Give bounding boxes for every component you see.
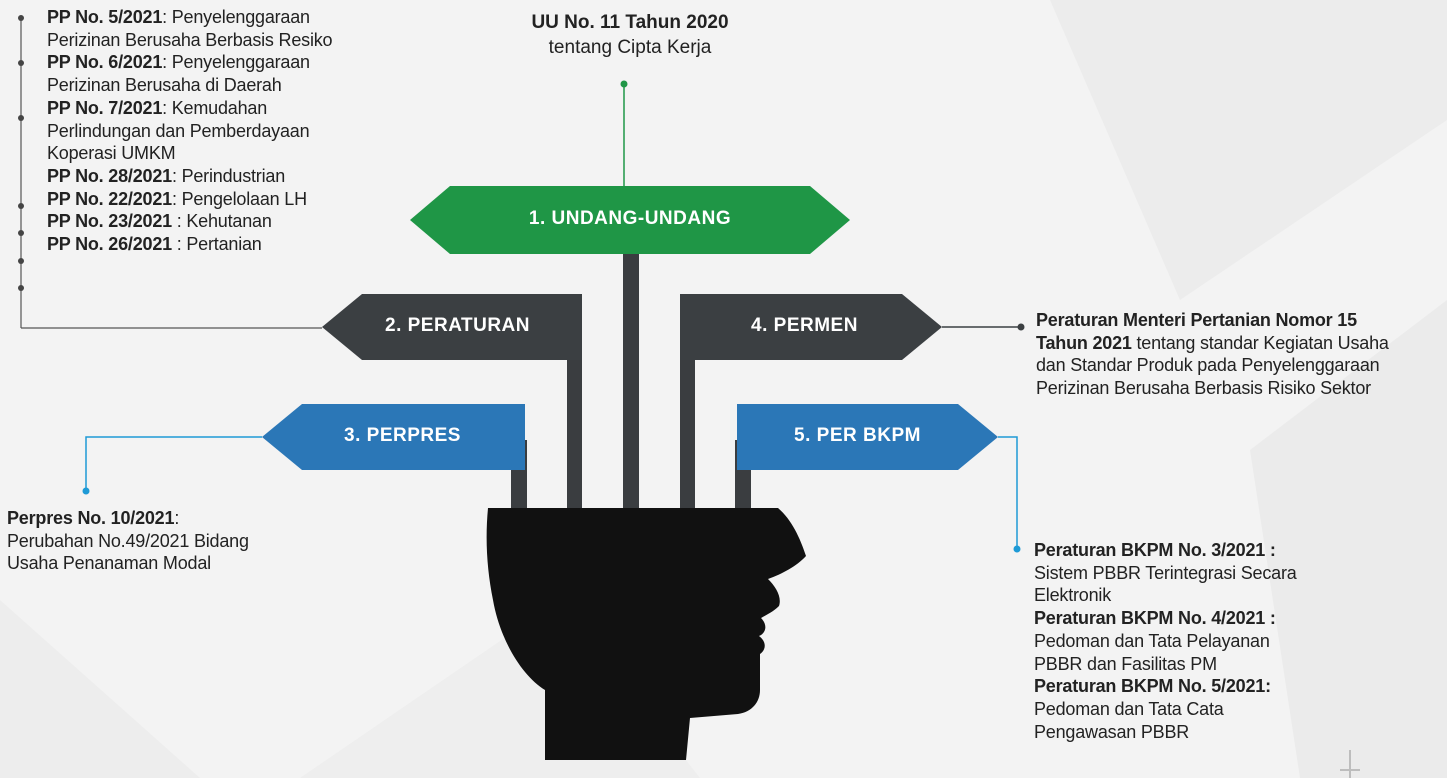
head-silhouette (486, 508, 806, 760)
bkpm-list: Peraturan BKPM No. 3/2021 : Sistem PBBR … (1034, 539, 1297, 743)
uu-title: UU No. 11 Tahun 2020 (531, 12, 729, 33)
bullet-dot (18, 203, 24, 209)
banner-label-undang-undang: 1. UNDANG-UNDANG (528, 208, 732, 229)
permen-line: Tahun 2021 tentang standar Kegiatan Usah… (1036, 332, 1389, 353)
bkpm-heading: Peraturan BKPM No. 4/2021 : (1034, 608, 1276, 629)
pp-item-heading: PP No. 5/2021: Penyelenggaraan (47, 7, 310, 27)
pp-bullets (18, 15, 24, 291)
pp-item-text: Perizinan Berusaha Berbasis Resiko (47, 29, 333, 50)
banner-label-peraturan: 2. PERATURAN (385, 315, 530, 336)
bkpm-heading: Peraturan BKPM No. 3/2021 : (1034, 540, 1276, 560)
banner-peraturan (322, 294, 582, 360)
perpres-line: Usaha Penanaman Modal (7, 553, 211, 574)
pp-item-heading: PP No. 26/2021 : Pertanian (47, 234, 262, 255)
permen-line: dan Standar Produk pada Penyelenggaraan (1036, 355, 1380, 376)
pole (623, 252, 639, 520)
bg-facet (1250, 300, 1447, 778)
connector-dot-bkpm (1013, 545, 1021, 553)
bullet-dot (18, 15, 24, 21)
decor-mark (1340, 750, 1360, 778)
banner-label-per-bkpm: 5. PER BKPM (794, 425, 921, 446)
pp-item-heading: PP No. 7/2021: Kemudahan (47, 97, 268, 118)
banner-perpres (262, 404, 525, 470)
banner-per-bkpm (737, 404, 998, 470)
bkpm-line: PBBR dan Fasilitas PM (1034, 653, 1217, 674)
banner-label-permen: 4. PERMEN (751, 315, 858, 336)
permen-line: Perizinan Berusaha Berbasis Risiko Sekto… (1036, 378, 1371, 399)
pp-item-heading: PP No. 28/2021: Perindustrian (47, 165, 286, 186)
connector-line-bkpm (998, 436, 1018, 549)
bkpm-heading: Peraturan BKPM No. 5/2021: (1034, 676, 1271, 697)
pp-list: PP No. 5/2021: Penyelenggaraan Perizinan… (47, 6, 333, 256)
bkpm-line: Elektronik (1034, 585, 1112, 606)
pp-item-text: Perizinan Berusaha di Daerah (47, 75, 282, 96)
bullet-dot (18, 258, 24, 264)
perpres-line: Perubahan No.49/2021 Bidang (7, 530, 249, 551)
bkpm-line: Pedoman dan Tata Pelayanan (1034, 630, 1270, 651)
permen-heading: Peraturan Menteri Pertanian Nomor 15 (1036, 310, 1357, 330)
banner-permen (680, 294, 942, 360)
sign-poles (511, 252, 751, 520)
connector-dot-uu (620, 80, 628, 88)
bullet-dot (18, 230, 24, 236)
pp-item-text: Koperasi UMKM (47, 143, 176, 164)
bg-facet (1050, 0, 1447, 300)
banner-undang-undang (410, 186, 850, 254)
pp-item-heading: PP No. 22/2021: Pengelolaan LH (47, 188, 307, 209)
bullet-dot (18, 285, 24, 291)
pp-item-text: Perlindungan dan Pemberdayaan (47, 120, 310, 141)
connector-dot-perpres (82, 487, 90, 495)
perpres-heading: Perpres No. 10/2021: (7, 508, 180, 528)
bullet-dot (18, 115, 24, 121)
bkpm-line: Sistem PBBR Terintegrasi Secara (1034, 562, 1297, 583)
permen-text: Peraturan Menteri Pertanian Nomor 15 Tah… (1036, 309, 1389, 400)
perpres-text: Perpres No. 10/2021: Perubahan No.49/202… (7, 507, 249, 575)
connector-line-perpres (85, 436, 262, 491)
bkpm-line: Pedoman dan Tata Cata (1034, 698, 1224, 719)
connector-dot-permen (1017, 323, 1025, 331)
bkpm-line: Pengawasan PBBR (1034, 721, 1190, 742)
uu-title-block: UU No. 11 Tahun 2020 tentang Cipta Kerja (480, 10, 780, 60)
pp-item-heading: PP No. 23/2021 : Kehutanan (47, 211, 272, 232)
uu-subtitle: tentang Cipta Kerja (548, 37, 712, 58)
bullet-dot (18, 60, 24, 66)
bg-facet (0, 600, 200, 778)
pp-item-heading: PP No. 6/2021: Penyelenggaraan (47, 52, 310, 73)
banner-label-perpres: 3. PERPRES (344, 425, 461, 446)
